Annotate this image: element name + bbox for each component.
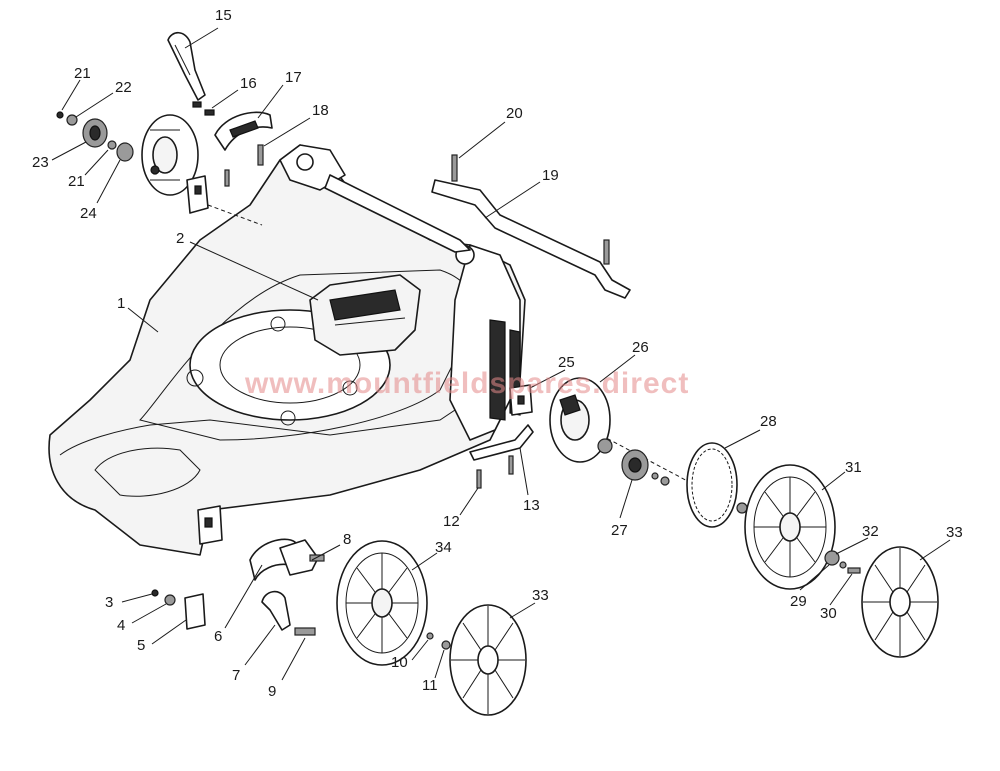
leader-lines <box>51 27 951 681</box>
callout-15: 15 <box>215 7 232 24</box>
callout-13: 13 <box>523 497 540 514</box>
mower-deck <box>48 144 526 556</box>
callout-18: 18 <box>312 102 329 119</box>
callout-25: 25 <box>558 354 575 371</box>
washer-22 <box>66 114 78 126</box>
wheel-31 <box>744 464 861 590</box>
callout-7: 7 <box>232 667 240 684</box>
callout-33-right: 33 <box>946 524 963 541</box>
callout-26: 26 <box>632 339 649 356</box>
callout-21-top: 21 <box>74 65 91 82</box>
callout-32: 32 <box>862 523 879 540</box>
callout-22: 22 <box>115 79 132 96</box>
nut-11 <box>441 640 451 650</box>
washer-10 <box>426 632 434 640</box>
callout-28: 28 <box>760 413 777 430</box>
motor-cover <box>309 274 421 356</box>
callout-3: 3 <box>105 594 113 611</box>
bolt-20a <box>451 154 458 182</box>
callout-8: 8 <box>343 531 351 548</box>
screw-16b <box>204 109 215 116</box>
washer-29 <box>839 561 847 569</box>
callout-33-left: 33 <box>532 587 549 604</box>
callout-17: 17 <box>285 69 302 86</box>
washer-21b <box>107 140 117 150</box>
front-drive-gear <box>597 438 748 528</box>
bolt-30 <box>847 567 861 574</box>
plate-5 <box>184 593 206 630</box>
handle-bar <box>324 154 631 299</box>
callout-labels: 1 2 3 4 5 6 7 8 9 10 11 12 13 15 16 17 1… <box>32 7 963 700</box>
callout-4: 4 <box>117 617 125 634</box>
callout-20: 20 <box>506 105 523 122</box>
callout-21-bottom: 21 <box>68 173 85 190</box>
nut-4 <box>164 594 176 606</box>
bush-24 <box>116 142 134 162</box>
height-lever <box>167 31 215 116</box>
rear-left-wheel-assembly <box>56 111 230 214</box>
callout-23: 23 <box>32 154 49 171</box>
callout-1: 1 <box>117 295 125 312</box>
watermark-text: www.mountfieldspares.direct <box>244 367 689 400</box>
bush-32 <box>824 550 840 566</box>
screw-12 <box>476 469 482 489</box>
bolt-20b <box>603 239 610 265</box>
callout-19: 19 <box>542 167 559 184</box>
wheel-34 <box>336 540 451 666</box>
callout-27: 27 <box>611 522 628 539</box>
callout-9: 9 <box>268 683 276 700</box>
lever-clip <box>214 111 273 166</box>
callout-5: 5 <box>137 637 145 654</box>
washer-21a <box>56 111 64 119</box>
bolt-9 <box>294 627 316 636</box>
callout-31: 31 <box>845 459 862 476</box>
callout-2: 2 <box>176 230 184 247</box>
callout-12: 12 <box>443 513 460 530</box>
assembly-line-rear <box>207 204 263 226</box>
height-adjust-front <box>151 505 325 636</box>
callout-16: 16 <box>240 75 257 92</box>
screw-16a <box>192 101 202 108</box>
callout-24: 24 <box>80 205 97 222</box>
washer-3 <box>151 589 159 597</box>
hubcap-right <box>861 546 939 658</box>
front-right-hub <box>469 377 611 489</box>
callout-34: 34 <box>435 539 452 556</box>
callout-6: 6 <box>214 628 222 645</box>
callout-10: 10 <box>391 654 408 671</box>
callout-30: 30 <box>820 605 837 622</box>
hubcap-left <box>449 604 527 716</box>
callout-11: 11 <box>422 677 438 694</box>
callout-29: 29 <box>790 593 807 610</box>
screw-18 <box>257 144 264 166</box>
